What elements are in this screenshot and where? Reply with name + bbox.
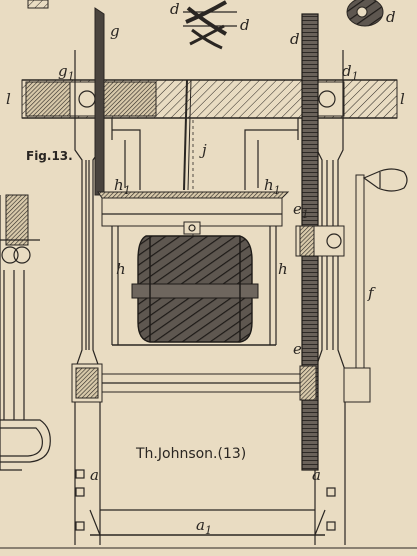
label-d-thumb-left: d [170,0,180,18]
label-g1: g1 [58,62,75,83]
bale-cage-h [111,226,277,346]
label-a-right: a [312,466,321,484]
base-crossbar-a1 [0,509,417,549]
label-h-left: h [116,260,126,278]
label-h-right: h [278,260,288,278]
top-beam [21,79,398,119]
label-l-right: l [400,90,405,108]
label-f: f [367,284,376,302]
label-d-top: d [290,30,300,48]
figure-caption: Th.Johnson.(13) [135,446,246,462]
label-d-thumb-mid: d [240,16,250,34]
label-d-thumb-right: d [386,8,396,26]
crank-f [343,168,408,403]
lever-g [94,7,105,196]
label-h1-left: h1 [114,176,131,197]
label-e: e [293,340,302,358]
label-d1: d1 [342,62,359,83]
rope-detail-sketch-center [183,0,237,50]
label-a1: a1 [196,516,212,537]
label-l-left: l [6,90,11,108]
left-machine-fragment [0,0,51,471]
label-a-left: a [90,466,99,484]
label-g: g [110,22,120,40]
pinion-e1 [295,225,345,257]
label-h1-right: h1 [264,176,281,197]
lower-shaft [71,363,317,403]
platen-h1 [97,191,290,235]
label-e1: e1 [293,200,309,221]
label-j: j [199,141,207,159]
figure-number: Fig.13. [26,149,73,163]
rope-detail-sketch-right [346,0,384,27]
